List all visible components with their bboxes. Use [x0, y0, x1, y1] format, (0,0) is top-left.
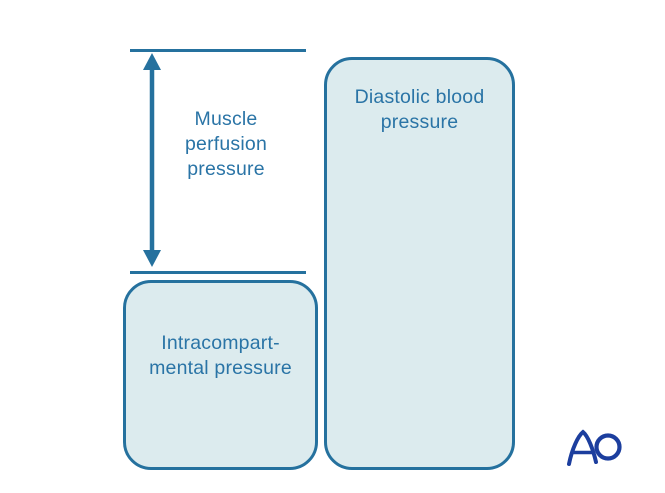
lower-reference-line [130, 271, 306, 274]
diastolic-blood-pressure-label: Diastolic blood pressure [354, 86, 485, 133]
upper-reference-line [130, 49, 306, 52]
intracompartmental-pressure-label: Intracompart- mental pressure [149, 332, 292, 379]
intracompartmental-pressure-box: Intracompart- mental pressure [123, 280, 318, 470]
double-headed-vertical-arrow-icon [143, 53, 161, 267]
diastolic-blood-pressure-box: Diastolic blood pressure [324, 57, 515, 470]
muscle-perfusion-pressure-label: Muscle perfusion pressure [184, 108, 268, 180]
ao-logo [567, 429, 622, 466]
